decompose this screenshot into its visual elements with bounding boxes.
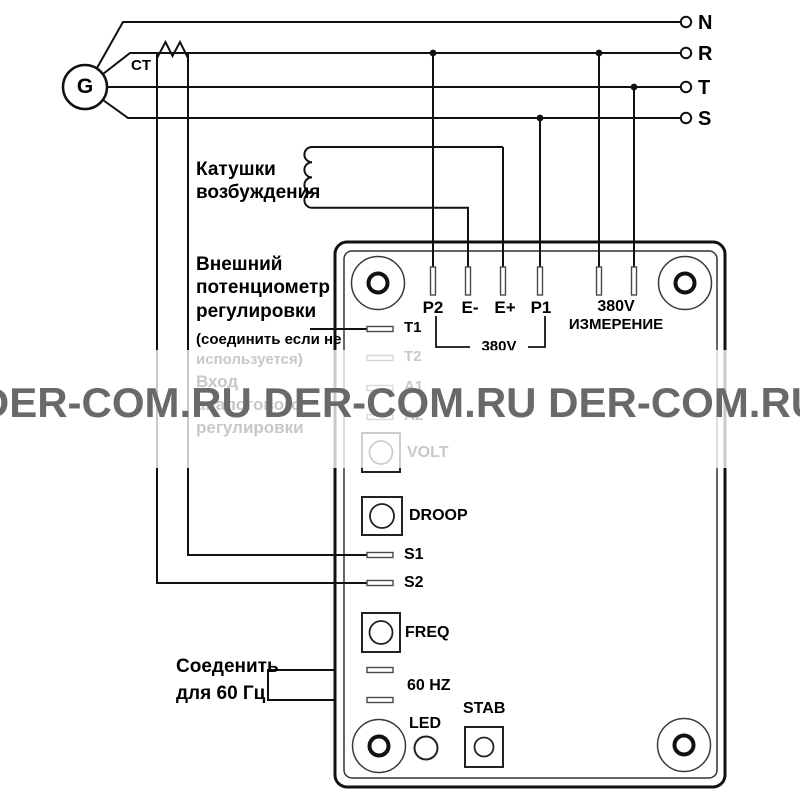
avr-board-inner-outline <box>343 250 718 779</box>
led-indicator <box>413 735 439 761</box>
ct-symbol <box>156 39 189 59</box>
mounting-holes <box>350 255 713 774</box>
terminal-circle-s <box>679 111 693 125</box>
terminal-slot-p2 <box>429 266 437 296</box>
ct-wire-s1 <box>187 53 367 556</box>
ct-wire-s2 <box>156 53 367 584</box>
terminal-slot-s2 <box>366 579 394 587</box>
terminal-label-e-plus: E+ <box>494 298 516 317</box>
terminal-slot-60hz-a <box>366 666 394 674</box>
terminal-slot-s1 <box>366 551 394 559</box>
junction-dot <box>429 49 437 57</box>
terminal-label-t: T <box>698 77 711 99</box>
terminal-slot-p1 <box>536 266 544 296</box>
excitation-coil <box>303 146 503 272</box>
terminal-circle-n <box>679 15 693 29</box>
freq-pot-label: FREQ <box>405 624 450 641</box>
measurement-label-line2: ИЗМЕРЕНИЕ <box>568 316 664 333</box>
ext-pot-label-line2: потенциометр <box>196 277 330 298</box>
terminal-label-n: N <box>698 12 713 34</box>
led-label: LED <box>409 715 441 732</box>
ext-pot-label-line1: Внешний <box>196 254 283 275</box>
terminal-slot-e-minus <box>464 266 472 296</box>
terminal-circle-t <box>679 80 693 94</box>
terminal-slot-t1 <box>366 325 394 333</box>
mounting-hole-center <box>672 733 696 757</box>
bracket-60hz <box>267 669 335 701</box>
terminal-slot-e-plus <box>499 266 507 296</box>
stab-pot-dial <box>473 736 495 758</box>
junction-dot <box>536 114 544 122</box>
generator-label: G <box>76 75 94 98</box>
connect-60hz-label-line1: Соеденить <box>176 656 279 677</box>
terminal-label-s1: S1 <box>404 546 424 563</box>
terminal-label-e-minus: E- <box>461 298 479 317</box>
measurement-label-line1: 380V <box>597 298 635 315</box>
junction-dot <box>630 83 638 91</box>
jumper-60hz-label: 60 HZ <box>407 677 451 694</box>
excitation-label-line2: возбуждения <box>196 182 321 203</box>
watermark-text: DER-COM.RU DER-COM.RU DER-COM.RU <box>0 379 800 426</box>
terminal-slot-380v-2 <box>630 266 638 296</box>
phase-terminal-circles <box>679 15 693 125</box>
terminal-circle-r <box>679 46 693 60</box>
mounting-hole-center <box>367 734 391 758</box>
junction-dot <box>595 49 603 57</box>
terminal-label-r: R <box>698 43 713 65</box>
excitation-label-line1: Катушки <box>196 159 276 180</box>
terminal-label-p1: P1 <box>530 298 552 317</box>
droop-pot-dial <box>369 503 395 529</box>
watermark-band <box>0 350 800 468</box>
ext-pot-label-line4: (соединить если не <box>196 331 342 348</box>
freq-pot-dial <box>368 620 394 645</box>
phase-line-n <box>96 21 681 69</box>
terminal-label-s2: S2 <box>404 574 424 591</box>
mounting-hole-center <box>673 271 697 295</box>
phase-line-s <box>102 99 681 119</box>
terminal-label-p2: P2 <box>422 298 444 317</box>
mounting-hole-center <box>366 271 390 295</box>
droop-pot-label: DROOP <box>409 507 468 524</box>
terminal-slot-380v-1 <box>595 266 603 296</box>
terminal-slot-60hz-b <box>366 696 394 704</box>
phase-line-r <box>102 52 681 75</box>
terminal-label-t1: T1 <box>404 319 422 336</box>
connect-60hz-label-line2: для 60 Гц <box>176 683 266 704</box>
stab-label: STAB <box>463 700 506 717</box>
bracket-380v <box>435 316 546 348</box>
terminal-label-s: S <box>698 108 712 130</box>
ext-pot-label-line3: регулировки <box>196 301 317 322</box>
junction-dots <box>429 49 638 122</box>
ct-label: CT <box>131 57 151 74</box>
wires <box>96 21 681 701</box>
generator-symbol <box>61 63 109 111</box>
